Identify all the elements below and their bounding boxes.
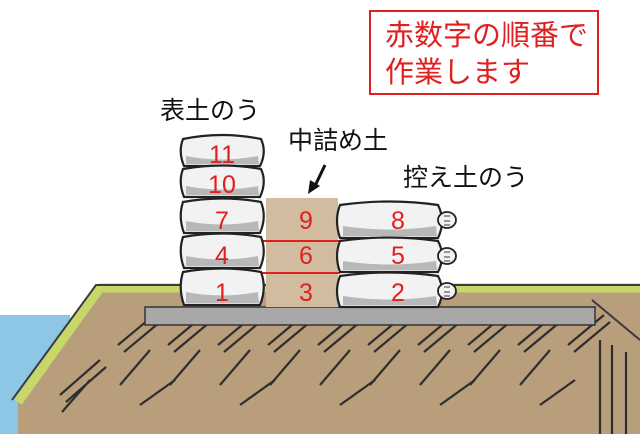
back-sandbag-stack — [335, 200, 457, 309]
instruction-note-box: 赤数字の順番で 作業します — [369, 10, 599, 95]
step-number: 8 — [391, 207, 405, 235]
step-number: 2 — [391, 279, 405, 307]
back-sandbag — [335, 236, 457, 274]
step-number: 5 — [391, 242, 405, 270]
step-number: 1 — [215, 279, 229, 307]
fill-soil-label: 中詰め土 — [288, 126, 389, 155]
step-number: 3 — [299, 279, 313, 307]
front-sandbag — [179, 197, 265, 235]
embankment-grass-edge — [14, 283, 640, 405]
down-arrow-icon — [308, 164, 327, 194]
front-sandbag — [179, 164, 265, 199]
instruction-line-1: 赤数字の順番で — [385, 18, 589, 52]
fill-soil-area — [266, 198, 338, 307]
back-sandbag — [335, 271, 457, 309]
front-sandbag — [179, 133, 265, 168]
step-number: 6 — [299, 242, 313, 270]
step-number: 7 — [215, 207, 229, 235]
back-bags-label: 控え土のう — [403, 163, 529, 192]
step-number: 11 — [209, 141, 235, 169]
front-sandbag-stack — [179, 133, 265, 307]
embankment-right-edge — [591, 299, 640, 341]
front-sandbag — [179, 267, 265, 307]
instruction-line-2: 作業します — [385, 55, 531, 89]
front-sandbag — [179, 232, 265, 270]
back-sandbag — [335, 200, 457, 240]
base-plate — [144, 306, 596, 326]
face-bags-label: 表土のう — [160, 96, 261, 125]
step-number: 4 — [215, 242, 229, 270]
step-number: 9 — [299, 207, 313, 235]
embankment-outline — [11, 284, 640, 401]
step-number: 10 — [208, 171, 236, 199]
